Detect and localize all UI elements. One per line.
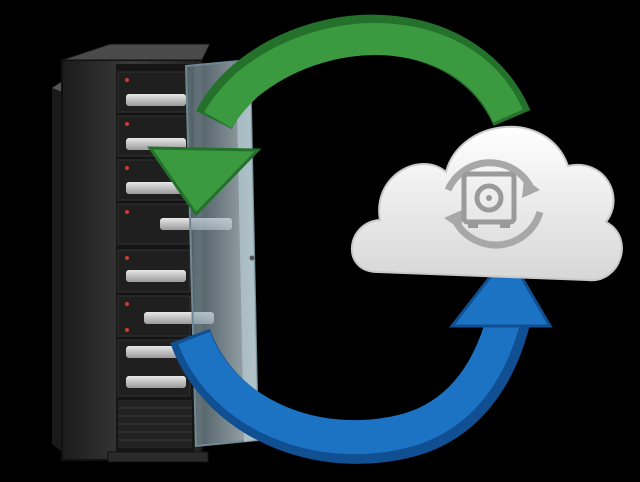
status-led [125,210,129,214]
status-led [125,166,129,170]
cloud-icon [351,125,623,282]
blue-arrow-icon [170,251,553,464]
rack-vent [118,400,192,448]
status-led [125,256,129,260]
status-led [125,78,129,82]
server-rack-icon [52,43,260,463]
green-arrow-icon [147,14,531,217]
status-led [125,122,129,126]
vault-sync-icon [444,159,544,249]
status-led [125,302,129,306]
status-led [125,328,129,332]
door-handle [249,255,255,261]
